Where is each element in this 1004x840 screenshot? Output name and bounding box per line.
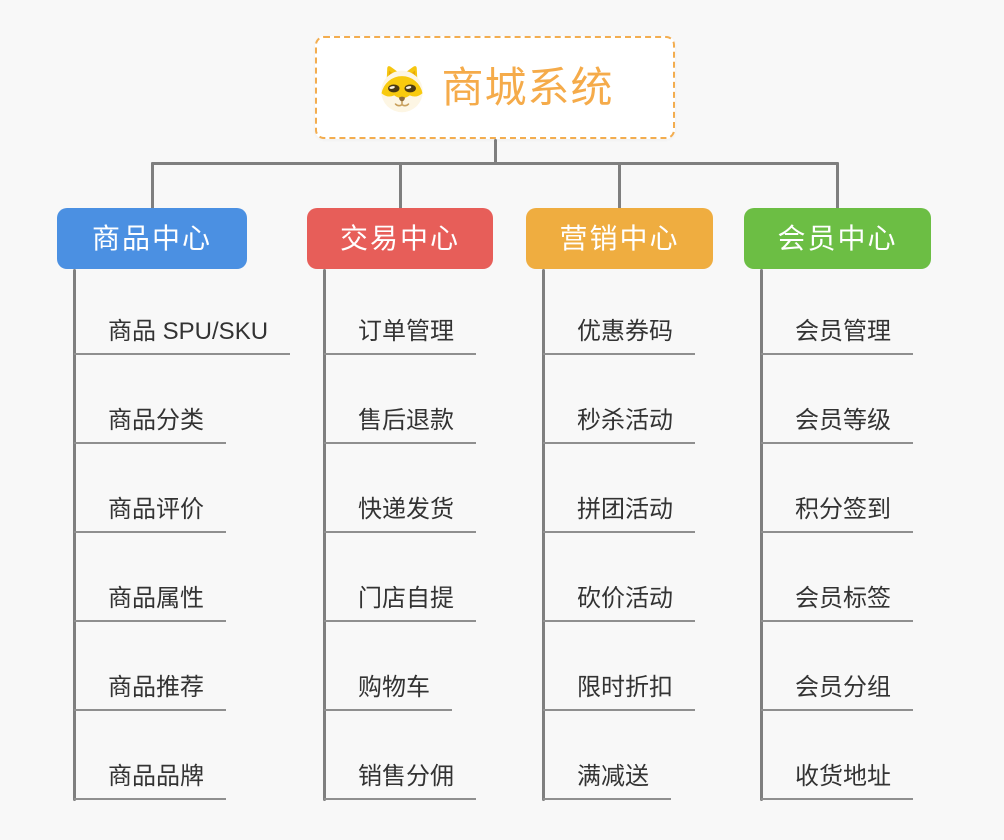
leaf-label: 门店自提 — [358, 585, 454, 612]
leaf-item[interactable]: 购物车 — [324, 674, 452, 711]
leaf-item[interactable]: 商品品牌 — [74, 763, 226, 800]
leaf-label: 商品属性 — [108, 585, 204, 612]
doge-icon — [381, 65, 424, 112]
leaf-label: 秒杀活动 — [577, 407, 673, 434]
branch-label: 营销中心 — [559, 222, 680, 254]
leaf-label: 拼团活动 — [577, 496, 673, 523]
leaf-item[interactable]: 快递发货 — [324, 496, 476, 533]
branch-node-0[interactable]: 商品中心 — [57, 208, 247, 269]
root-title: 商城系统 — [441, 63, 614, 111]
leaf-item[interactable]: 销售分佣 — [324, 763, 476, 800]
leaf-label: 会员标签 — [795, 585, 891, 612]
leaf-item[interactable]: 会员管理 — [761, 318, 913, 355]
leaf-label: 限时折扣 — [577, 674, 673, 701]
leaf-item[interactable]: 商品属性 — [74, 585, 226, 622]
root-node[interactable]: 商城系统 — [315, 36, 675, 139]
leaf-item[interactable]: 售后退款 — [324, 407, 476, 444]
branch-node-1[interactable]: 交易中心 — [307, 208, 493, 269]
leaf-item[interactable]: 订单管理 — [324, 318, 476, 355]
branch-node-2[interactable]: 营销中心 — [526, 208, 713, 269]
leaf-item[interactable]: 秒杀活动 — [543, 407, 695, 444]
leaf-label: 砍价活动 — [577, 585, 673, 612]
branch-label: 商品中心 — [91, 222, 212, 254]
leaf-item[interactable]: 积分签到 — [761, 496, 913, 533]
leaf-label: 商品 SPU/SKU — [108, 318, 269, 345]
leaf-label: 商品评价 — [108, 496, 204, 523]
branch-drop-line — [618, 162, 621, 210]
leaf-label: 会员分组 — [795, 674, 891, 701]
leaf-label: 销售分佣 — [358, 763, 454, 790]
branch-label: 交易中心 — [339, 222, 460, 254]
leaf-item[interactable]: 商品评价 — [74, 496, 226, 533]
branch-trunk-line — [72, 269, 76, 801]
leaf-item[interactable]: 拼团活动 — [543, 496, 695, 533]
leaf-item[interactable]: 商品推荐 — [74, 674, 226, 711]
leaf-item[interactable]: 会员分组 — [761, 674, 913, 711]
leaf-item[interactable]: 商品分类 — [74, 407, 226, 444]
leaf-label: 优惠券码 — [577, 318, 673, 345]
branch-trunk-line — [541, 269, 545, 801]
branch-trunk-line — [322, 269, 326, 801]
leaf-label: 订单管理 — [358, 318, 454, 345]
leaf-item[interactable]: 砍价活动 — [543, 585, 695, 622]
branch-node-3[interactable]: 会员中心 — [744, 208, 931, 269]
branch-drop-line — [398, 162, 402, 210]
leaf-item[interactable]: 限时折扣 — [543, 674, 695, 711]
leaf-item[interactable]: 优惠券码 — [543, 318, 695, 355]
leaf-item[interactable]: 商品 SPU/SKU — [74, 318, 291, 355]
leaf-label: 快递发货 — [358, 496, 454, 523]
leaf-label: 售后退款 — [358, 407, 454, 434]
leaf-label: 收货地址 — [795, 763, 891, 790]
leaf-label: 满减送 — [577, 763, 649, 790]
leaf-item[interactable]: 会员等级 — [761, 407, 913, 444]
root-stem-line — [493, 139, 497, 165]
leaf-label: 商品推荐 — [108, 674, 204, 701]
leaf-item[interactable]: 满减送 — [543, 763, 671, 800]
leaf-label: 商品品牌 — [108, 763, 204, 790]
branch-trunk-line — [759, 269, 763, 801]
leaf-label: 购物车 — [358, 674, 430, 701]
branch-bus-line — [150, 162, 839, 165]
branch-label: 会员中心 — [777, 222, 898, 254]
leaf-item[interactable]: 会员标签 — [761, 585, 913, 622]
branch-drop-line — [836, 162, 839, 210]
leaf-item[interactable]: 收货地址 — [761, 763, 913, 800]
leaf-label: 积分签到 — [795, 496, 891, 523]
leaf-item[interactable]: 门店自提 — [324, 585, 476, 622]
leaf-label: 会员等级 — [795, 407, 891, 434]
leaf-label: 商品分类 — [108, 407, 204, 434]
branch-drop-line — [150, 162, 154, 210]
leaf-label: 会员管理 — [795, 318, 891, 345]
